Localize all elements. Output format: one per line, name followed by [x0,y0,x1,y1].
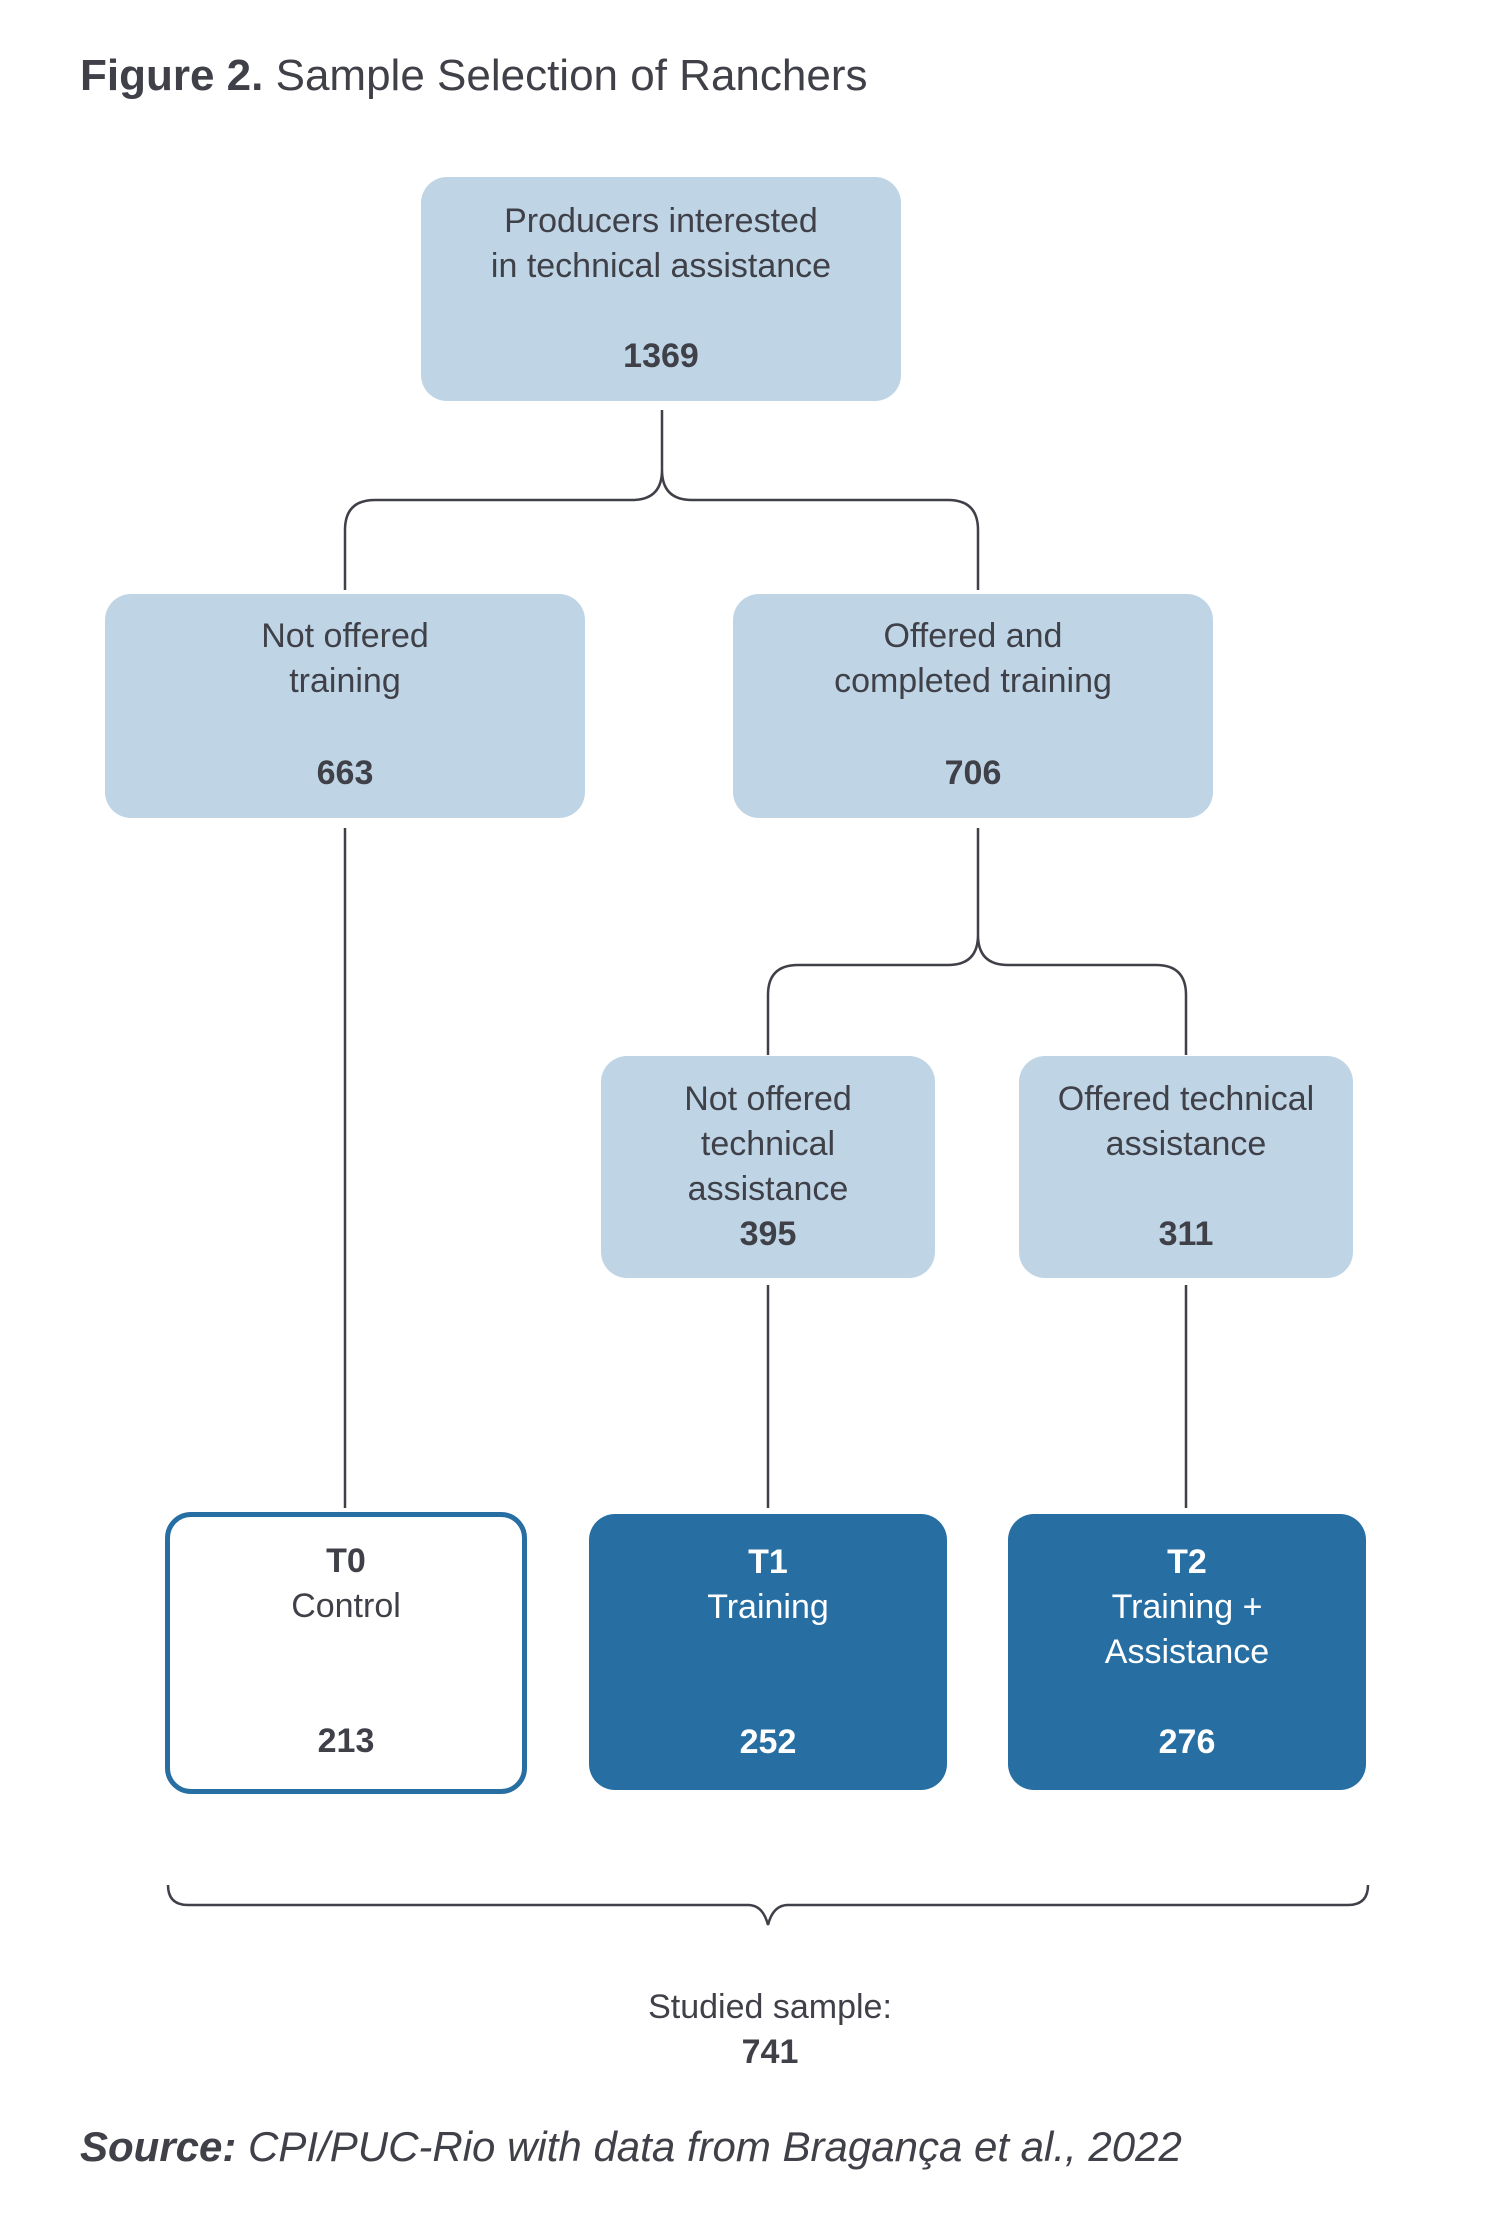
connector-root-to-level1 [343,410,980,590]
figure-label: Figure 2. [80,51,264,100]
node-t0-control: T0 Control 213 [165,1512,527,1794]
connector-offered-to-level2 [766,828,1188,1055]
source-text: CPI/PUC-Rio with data from Bragança et a… [248,2123,1182,2170]
node-offered-assistance: Offered technical assistance 311 [1019,1056,1353,1278]
group-label: Control [291,1587,401,1625]
group-label: Training + Assistance [1104,1588,1270,1671]
node-label: Not offered training [261,617,429,700]
node-offered-completed-training: Offered and completed training 706 [733,594,1213,818]
studied-sample-bracket [166,1884,1370,1926]
figure-title-text: Sample Selection of Ranchers [275,51,868,100]
group-code: T2 [1167,1543,1207,1581]
source-note: Source: CPI/PUC-Rio with data from Braga… [80,2120,1182,2174]
group-count: 276 [1158,1723,1216,1761]
node-label: Offered technical assistance [1057,1080,1315,1163]
node-count: 706 [944,754,1002,792]
studied-sample-label: Studied sample: [648,1988,892,2026]
node-producers-interested: Producers interested in technical assist… [421,177,901,401]
studied-sample-count: 741 [741,2033,799,2071]
group-code: T0 [326,1542,366,1580]
studied-sample: Studied sample: 741 [560,1985,980,2075]
source-label: Source: [80,2123,237,2170]
node-label: Not offered technical assistance [684,1080,852,1208]
group-label: Training [707,1588,829,1626]
group-code: T1 [748,1543,788,1581]
node-label: Offered and completed training [834,617,1112,700]
node-count: 395 [739,1215,797,1253]
node-count: 311 [1158,1215,1214,1253]
figure-title: Figure 2. Sample Selection of Ranchers [80,48,867,104]
group-count: 252 [739,1723,797,1761]
group-count: 213 [317,1722,375,1760]
node-not-offered-assistance: Not offered technical assistance 395 [601,1056,935,1278]
node-count: 663 [316,754,374,792]
node-not-offered-training: Not offered training 663 [105,594,585,818]
node-t1-training: T1 Training 252 [589,1514,947,1790]
node-t2-training-assistance: T2 Training + Assistance 276 [1008,1514,1366,1790]
node-label: Producers interested in technical assist… [490,202,832,285]
node-count: 1369 [623,337,699,375]
